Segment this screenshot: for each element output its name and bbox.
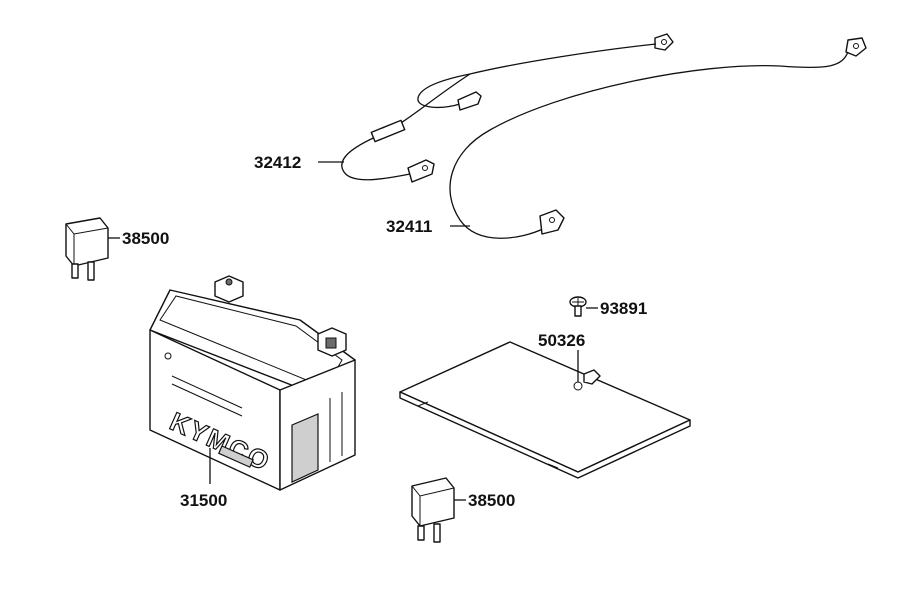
- cable-32411[interactable]: [449, 37, 867, 239]
- battery-cover-50326[interactable]: [399, 341, 691, 479]
- callout-32412: 32412: [254, 153, 301, 172]
- relay-38500-bottom[interactable]: [411, 477, 455, 543]
- callout-50326: 50326: [538, 331, 585, 350]
- callout-38500-top: 38500: [122, 229, 169, 248]
- screw-93891[interactable]: [569, 296, 587, 317]
- callout-32411: 32411: [386, 217, 432, 236]
- callout-31500: 31500: [180, 491, 227, 510]
- cable-32412[interactable]: [341, 33, 674, 183]
- relay-38500-top[interactable]: [65, 217, 109, 281]
- battery-31500[interactable]: KYMCO: [149, 275, 356, 491]
- callout-38500-bottom: 38500: [468, 491, 515, 510]
- callout-93891: 93891: [600, 299, 647, 318]
